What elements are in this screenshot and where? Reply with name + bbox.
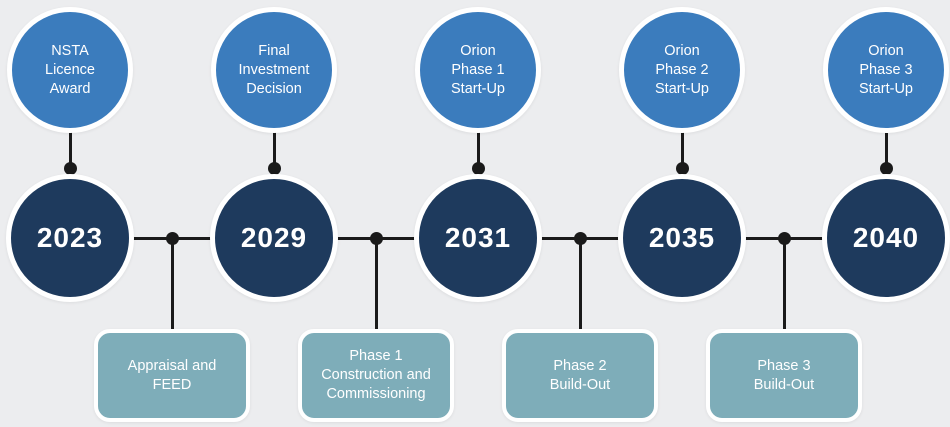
milestone-label: Orion Phase 2 Start-Up	[655, 42, 709, 97]
year-label: 2040	[852, 222, 920, 253]
stem-line-2	[272, 131, 276, 165]
phase-label: Appraisal and FEED	[127, 357, 217, 393]
phase-box-appraisal-and-feed: Appraisal and FEED	[94, 329, 250, 422]
stem-dot-3	[471, 162, 485, 175]
drop-line-phase-3	[578, 238, 582, 330]
year-circle-2029: 2029	[210, 174, 338, 302]
drop-line-phase-1	[170, 238, 174, 330]
stem-line-5	[884, 131, 888, 165]
year-circle-2031: 2031	[414, 174, 542, 302]
stem-dot-1	[63, 162, 77, 175]
milestone-circle-orion-phase-2-start-up: Orion Phase 2 Start-Up	[619, 7, 745, 133]
year-label: 2035	[648, 222, 716, 253]
year-circle-2040: 2040	[822, 174, 950, 302]
stem-line-3	[476, 131, 480, 165]
drop-line-phase-4	[782, 238, 786, 330]
stem-line-4	[680, 131, 684, 165]
drop-line-phase-2	[374, 238, 378, 330]
milestone-label: Final Investment Decision	[238, 42, 310, 97]
stem-line-1	[68, 131, 72, 165]
milestone-circle-orion-phase-3-start-up: Orion Phase 3 Start-Up	[823, 7, 949, 133]
milestone-circle-nsta-licence-award: NSTA Licence Award	[7, 7, 133, 133]
phase-box-phase-3-build-out: Phase 3 Build-Out	[706, 329, 862, 422]
milestone-circle-final-investment-decision: Final Investment Decision	[211, 7, 337, 133]
phase-label: Phase 1 Construction and Commissioning	[321, 348, 431, 402]
year-circle-2035: 2035	[618, 174, 746, 302]
year-label: 2029	[240, 222, 308, 253]
milestone-label: Orion Phase 1 Start-Up	[451, 42, 505, 97]
phase-label: Phase 3 Build-Out	[753, 357, 815, 393]
year-label: 2023	[36, 222, 104, 253]
phase-box-phase-2-build-out: Phase 2 Build-Out	[502, 329, 658, 422]
stem-dot-4	[675, 162, 689, 175]
stem-dot-2	[267, 162, 281, 175]
milestone-label: NSTA Licence Award	[45, 42, 95, 97]
phase-label: Phase 2 Build-Out	[549, 357, 611, 393]
milestone-label: Orion Phase 3 Start-Up	[859, 42, 913, 97]
year-circle-2023: 2023	[6, 174, 134, 302]
phase-box-phase-1-construction-and-commissioning: Phase 1 Construction and Commissioning	[298, 329, 454, 422]
milestone-circle-orion-phase-1-start-up: Orion Phase 1 Start-Up	[415, 7, 541, 133]
year-label: 2031	[444, 222, 512, 253]
stem-dot-5	[879, 162, 893, 175]
